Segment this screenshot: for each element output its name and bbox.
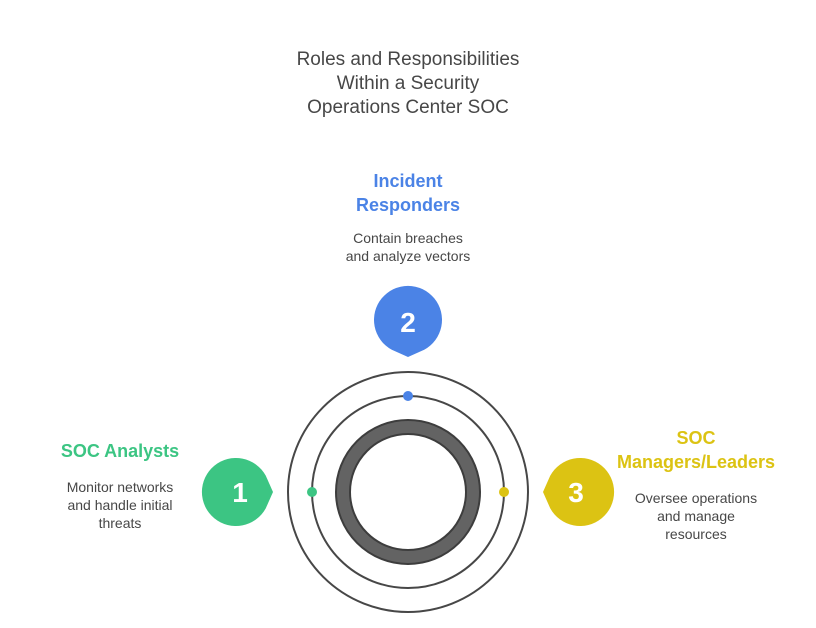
role-1-description: Monitor networks and handle initial thre… xyxy=(20,478,220,532)
role-1-bubble xyxy=(201,458,273,526)
desc-line: resources xyxy=(665,526,727,542)
role-3-number: 3 xyxy=(568,477,584,508)
desc-line: Monitor networks xyxy=(66,479,174,495)
role-1-dot xyxy=(307,487,317,497)
desc-line: threats xyxy=(98,515,142,531)
desc-line: and analyze vectors xyxy=(345,248,471,264)
core-ring-fill xyxy=(337,421,479,563)
role-1-number: 1 xyxy=(232,477,248,508)
role-1-heading: SOC Analysts xyxy=(20,439,220,463)
role-3-heading: SOC Managers/Leaders xyxy=(596,426,796,474)
role-2-dot xyxy=(403,391,413,401)
role-2-number: 2 xyxy=(400,307,416,338)
outer-ring xyxy=(287,371,529,613)
role-3-bubble xyxy=(543,458,615,526)
heading-line: SOC xyxy=(676,428,716,448)
role-1-marker: 1 xyxy=(201,458,273,526)
desc-line: and handle initial xyxy=(67,497,173,513)
heading-line: Managers/Leaders xyxy=(616,452,776,472)
role-2-description: Contain breaches and analyze vectors xyxy=(308,229,508,265)
diagram-title: Roles and Responsibilities Within a Secu… xyxy=(258,48,558,120)
heading-line: Responders xyxy=(355,195,461,215)
title-line: Within a Security xyxy=(336,73,480,94)
role-2-bubble xyxy=(374,285,442,357)
desc-line: Oversee operations xyxy=(634,490,758,506)
role-3-dot xyxy=(499,487,509,497)
role-2-marker: 2 xyxy=(374,285,442,357)
desc-line: and manage xyxy=(657,508,735,524)
role-2-heading: Incident Responders xyxy=(308,169,508,217)
desc-line: Contain breaches xyxy=(353,230,463,246)
title-line: Operations Center SOC xyxy=(307,97,509,118)
role-3-description: Oversee operations and manage resources xyxy=(596,489,796,543)
role-3-marker: 3 xyxy=(543,458,615,526)
heading-line: SOC Analysts xyxy=(60,441,180,461)
heading-line: Incident xyxy=(373,171,443,191)
title-line: Roles and Responsibilities xyxy=(296,49,520,70)
